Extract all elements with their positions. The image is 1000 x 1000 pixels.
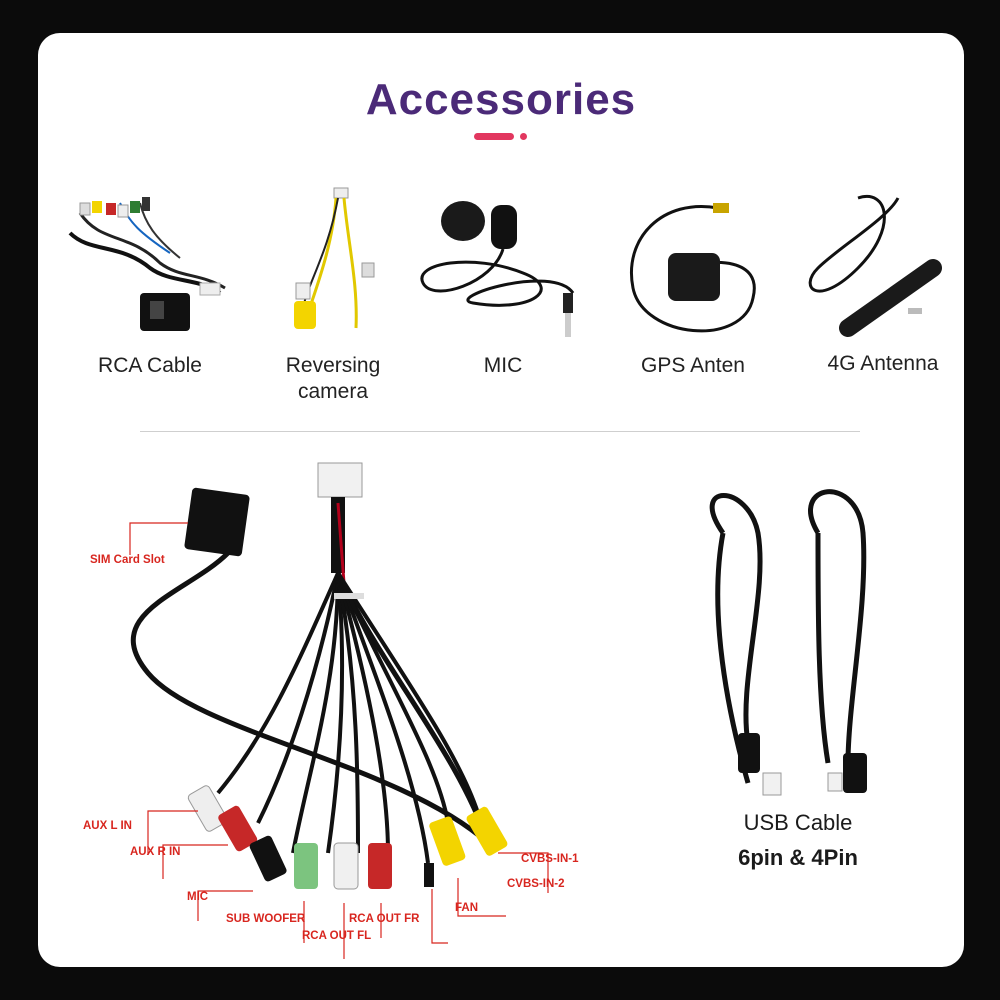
accessory-rca-cable: [60, 183, 230, 343]
callout-sim-card-slot: SIM Card Slot: [90, 554, 165, 566]
callout-mic: MIC: [187, 891, 209, 903]
usb-cable-label: USB Cable: [743, 810, 853, 835]
rca-harness-image: [129, 462, 549, 959]
microphone-image: [420, 201, 575, 337]
callout-sub-woofer: SUB WOOFER: [226, 913, 306, 925]
accessories-card: Accessories RCA Cable: [38, 33, 964, 967]
callout-fan: FAN: [455, 902, 478, 914]
callout-cvbs-in-1: CVBS-IN-1: [521, 853, 579, 865]
callout-rca-out-fr: RCA OUT FR: [349, 913, 420, 925]
accessory-label: GPS Anten: [641, 354, 745, 377]
gps-antenna-image: [630, 203, 756, 333]
page-title: Accessories: [365, 75, 637, 124]
accessory-4g-antenna: [798, 188, 948, 338]
usb-cable-image: [709, 489, 867, 796]
4g-antenna-image: [808, 195, 942, 337]
accessory-reversing-camera: [278, 183, 388, 343]
accessory-gps-antenna: [623, 198, 773, 348]
divider: [140, 431, 860, 432]
callout-rca-out-fl: RCA OUT FL: [302, 930, 372, 942]
rca-cable-image: [68, 197, 226, 331]
accessory-label: RCA Cable: [98, 354, 202, 377]
accessory-label: 4G Antenna: [827, 352, 939, 375]
callout-aux-r-in: AUX R IN: [130, 846, 181, 858]
callout-cvbs-in-2: CVBS-IN-2: [507, 878, 565, 890]
reversing-camera-cable-image: [294, 187, 375, 329]
accessory-mic: [413, 193, 593, 343]
usb-cable-spec: 6pin & 4Pin: [738, 845, 858, 870]
callout-aux-l-in: AUX L IN: [83, 820, 132, 832]
accessory-label: MIC: [483, 354, 523, 377]
